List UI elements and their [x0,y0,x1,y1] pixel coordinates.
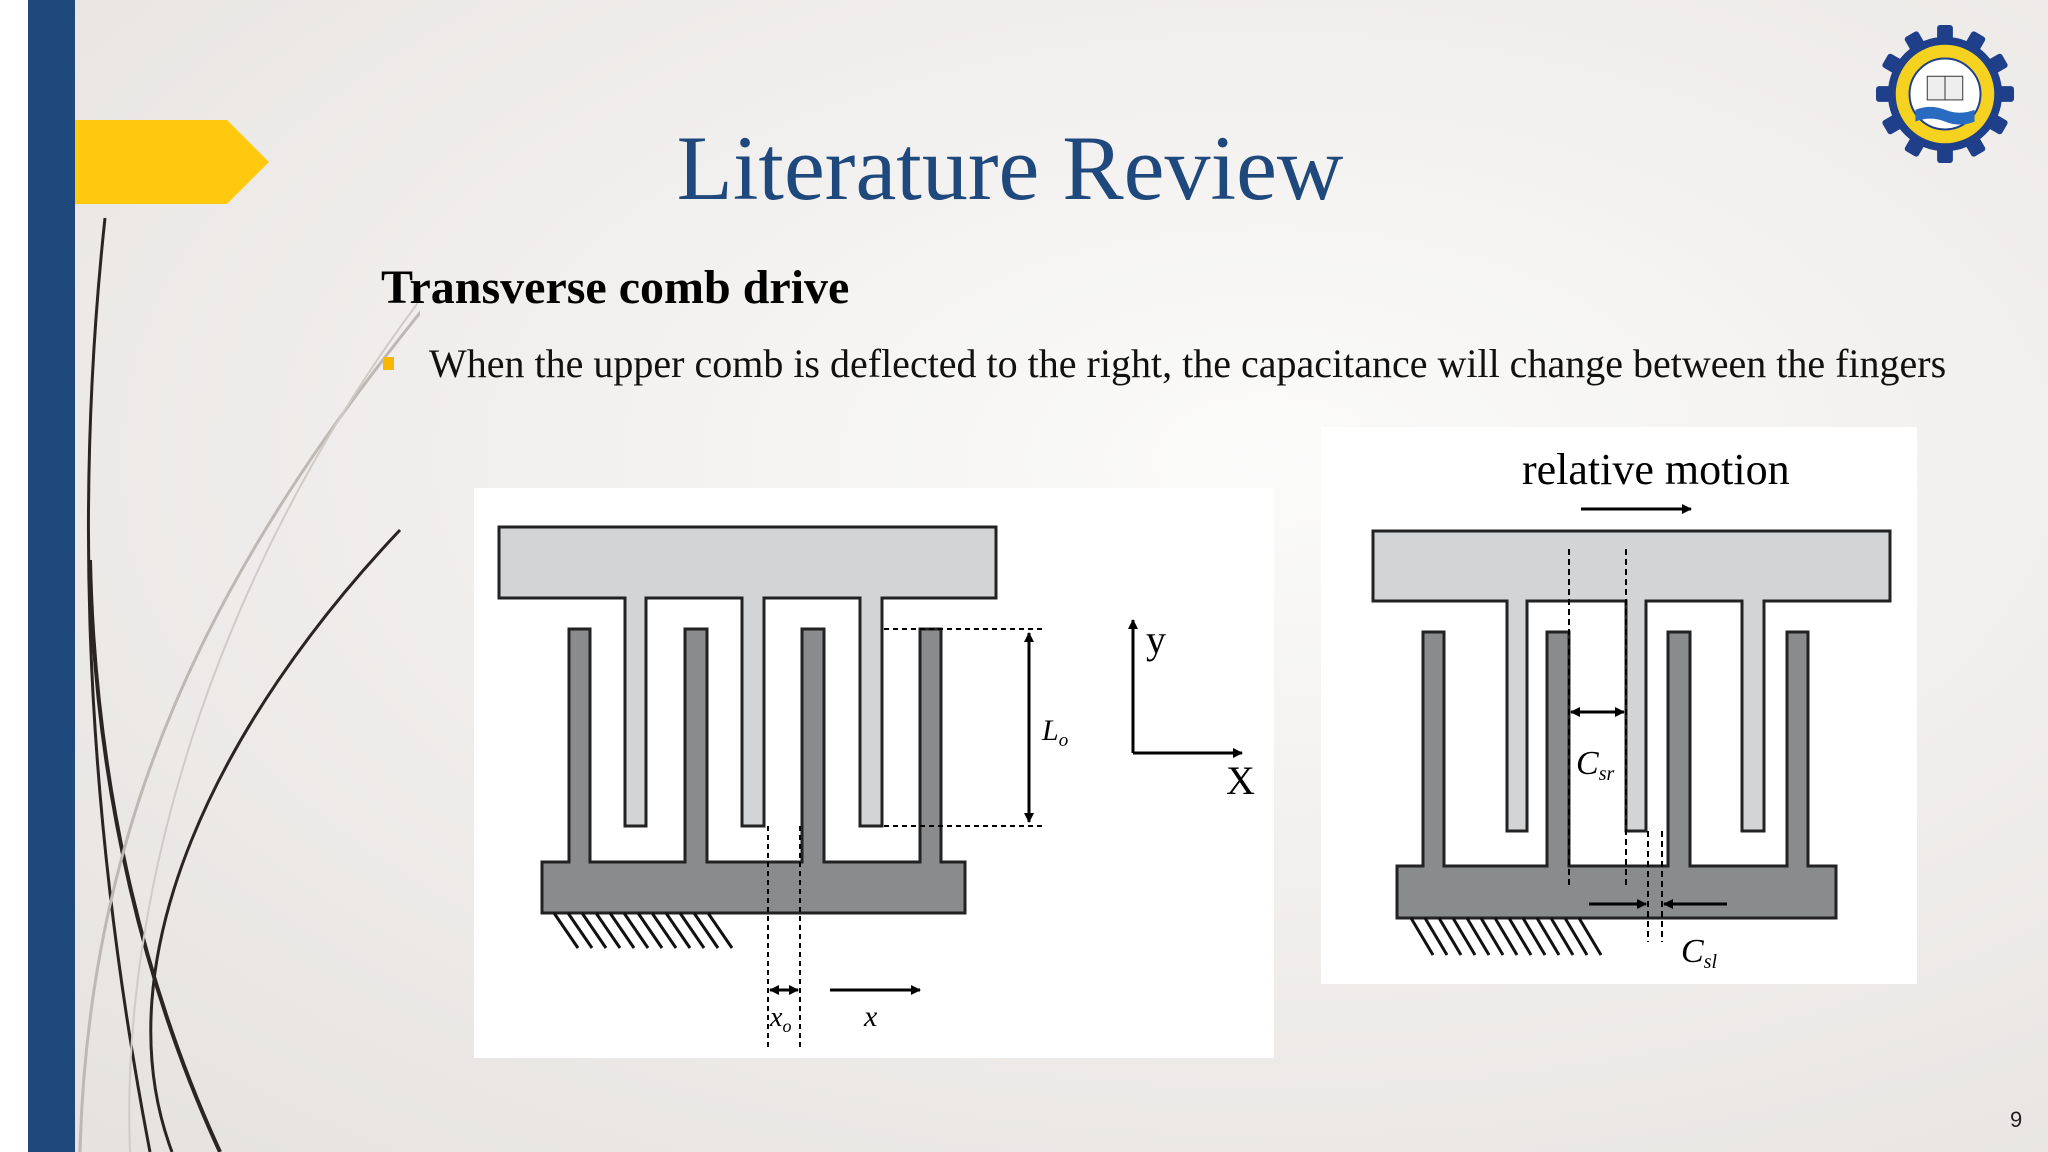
ground-hatch [552,912,734,949]
yellow-arrow-tab [75,120,269,204]
relative-motion-heading: relative motion [1522,445,1790,494]
comb-drive-diagram-left: Lo y X xo x [474,488,1274,1058]
upper-comb [497,525,998,828]
slide-subtitle: Transverse comb drive [381,261,850,314]
decorative-swooshes [78,217,420,1152]
displacement-label: x [863,1000,878,1033]
ground-hatch-right [1409,917,1603,956]
relative-motion-svg: relative motion Csr [1371,445,1892,973]
left-white-strip [0,0,28,1152]
left-cap-label: Csl [1681,933,1717,973]
right-cap-label: Csr [1576,745,1614,785]
slide-number: 9 [2010,1107,2023,1132]
relative-motion-diagram-right: relative motion Csr [1321,427,1917,984]
x-axis-label: X [1226,758,1255,803]
square-bullet-icon [383,357,394,370]
bullet-text: When the upper comb is deflected to the … [429,341,1947,386]
length-label: Lo [1041,714,1068,751]
lower-comb-right [1395,630,1838,920]
university-seal-logo [1876,25,2014,163]
upper-comb-right [1371,529,1892,833]
lower-comb [540,627,967,915]
slide-title: Literature Review [676,117,1344,219]
comb-drive-svg-left: Lo y X xo x [497,525,1255,1048]
left-blue-bar [28,0,75,1152]
y-axis-label: y [1146,617,1166,662]
offset-label: xo [769,1002,791,1036]
